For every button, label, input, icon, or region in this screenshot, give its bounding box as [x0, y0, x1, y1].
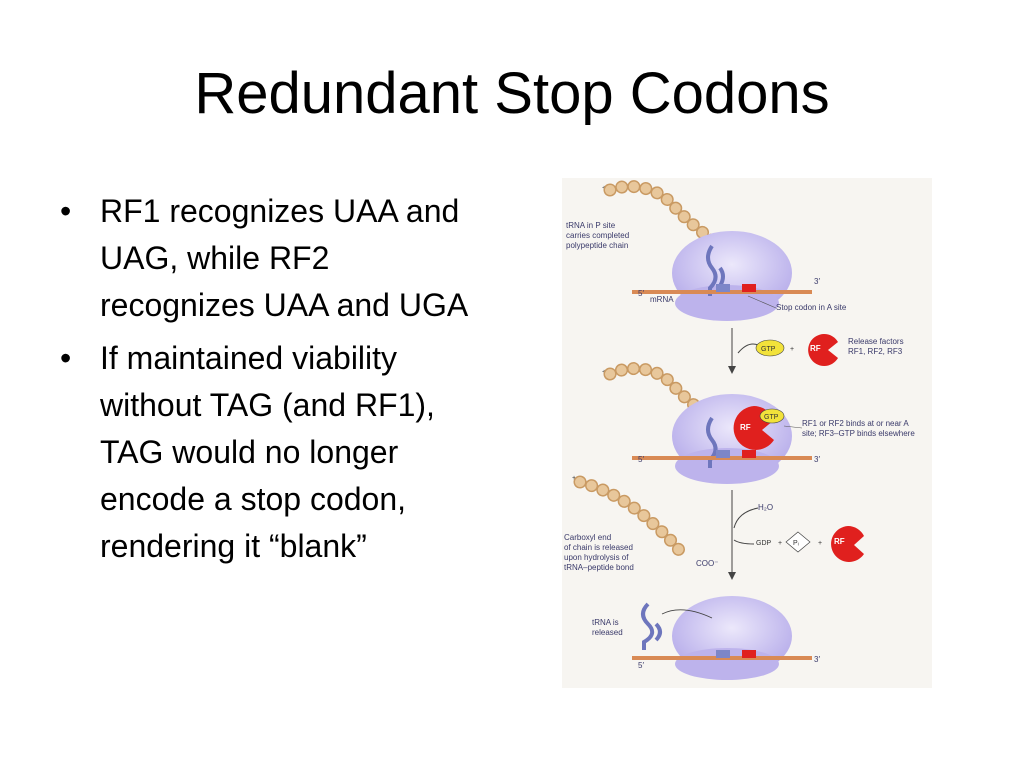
bullet-text: If maintained viability without TAG (and…: [100, 340, 435, 564]
panel-3: tRNA is released 5′ 3′: [592, 596, 820, 680]
released-polypeptide-beads: [575, 477, 687, 559]
binding-label: site; RF3–GTP binds elsewhere: [802, 429, 915, 438]
gtp-oval: [759, 408, 785, 424]
rf-label: RF: [740, 423, 751, 432]
gtp-oval: [755, 339, 785, 357]
carboxyl-label: Carboxyl end: [564, 533, 611, 542]
five-prime-label: 5′: [638, 455, 644, 464]
plus-sign: +: [818, 540, 822, 547]
stop-codon: [742, 284, 756, 292]
three-prime-label: 3′: [814, 655, 820, 664]
step-2: + COO⁻ Carboxyl end of chain is released…: [564, 475, 864, 580]
stop-codon: [742, 650, 756, 658]
bullet-item: • RF1 recognizes UAA and UAG, while RF2 …: [60, 188, 490, 329]
bullet-marker: •: [60, 193, 72, 229]
bullet-text: RF1 recognizes UAA and UAG, while RF2 re…: [100, 193, 469, 323]
mrna-label: mRNA: [650, 295, 674, 304]
bullet-list: • RF1 recognizes UAA and UAG, while RF2 …: [60, 188, 490, 570]
release-factors-label: RF1, RF2, RF3: [848, 347, 903, 356]
trna-released-label: tRNA is: [592, 618, 619, 627]
three-prime-label: 3′: [814, 455, 820, 464]
slide-title: Redundant Stop Codons: [194, 61, 830, 126]
trna-label: tRNA in P site: [566, 221, 616, 230]
carboxyl-label: tRNA–peptide bond: [564, 563, 634, 572]
carboxyl-label: of chain is released: [564, 543, 633, 552]
phosphate-label: Pᵢ: [793, 540, 799, 547]
gtp-label: GTP: [764, 414, 779, 421]
stop-codon-label: Stop codon in A site: [776, 303, 847, 312]
gtp-label: GTP: [761, 346, 776, 353]
panel-1: + tRNA in P site carries completed polyp…: [566, 180, 847, 321]
bullet-item: • If maintained viability without TAG (a…: [60, 335, 490, 570]
gdp-label: GDP: [756, 540, 772, 547]
plus-sign: +: [790, 346, 794, 353]
bullet-marker: •: [60, 340, 72, 376]
trna-label: polypeptide chain: [566, 241, 628, 250]
trna-label: carries completed: [566, 231, 629, 240]
trna-released-label: released: [592, 628, 623, 637]
release-factor-icon: [831, 526, 864, 562]
codon-p-site: [716, 650, 730, 658]
binding-label: RF1 or RF2 binds at or near A: [802, 419, 909, 428]
phosphate-diamond: [785, 531, 811, 553]
step-1: GTP + RF Release factors RF1, RF2, RF3: [728, 328, 904, 374]
termination-diagram: + tRNA in P site carries completed polyp…: [562, 178, 932, 688]
diagram-svg: + tRNA in P site carries completed polyp…: [564, 180, 915, 680]
water-label: H₂O: [758, 503, 773, 512]
coo-label: COO⁻: [696, 559, 718, 568]
release-factor-icon: [808, 333, 838, 366]
codon-p-site: [716, 450, 730, 458]
five-prime-label: 5′: [638, 289, 644, 298]
codon-p-site: [716, 284, 730, 292]
stop-codon: [742, 450, 756, 458]
released-trna: [641, 602, 662, 650]
plus-sign: +: [778, 540, 782, 547]
five-prime-label: 5′: [638, 661, 644, 670]
rf-label: RF: [810, 344, 821, 353]
carboxyl-label: upon hydrolysis of: [564, 553, 629, 562]
panel-2: + RF GTP 5′ 3′ RF1 or RF2 binds at or ne…: [602, 362, 915, 484]
polypeptide-beads: [605, 181, 717, 245]
plus-sign: +: [572, 475, 576, 482]
rf-label: RF: [834, 537, 845, 546]
polypeptide-beads: [605, 363, 717, 423]
three-prime-label: 3′: [814, 277, 820, 286]
release-factors-label: Release factors: [848, 337, 904, 346]
